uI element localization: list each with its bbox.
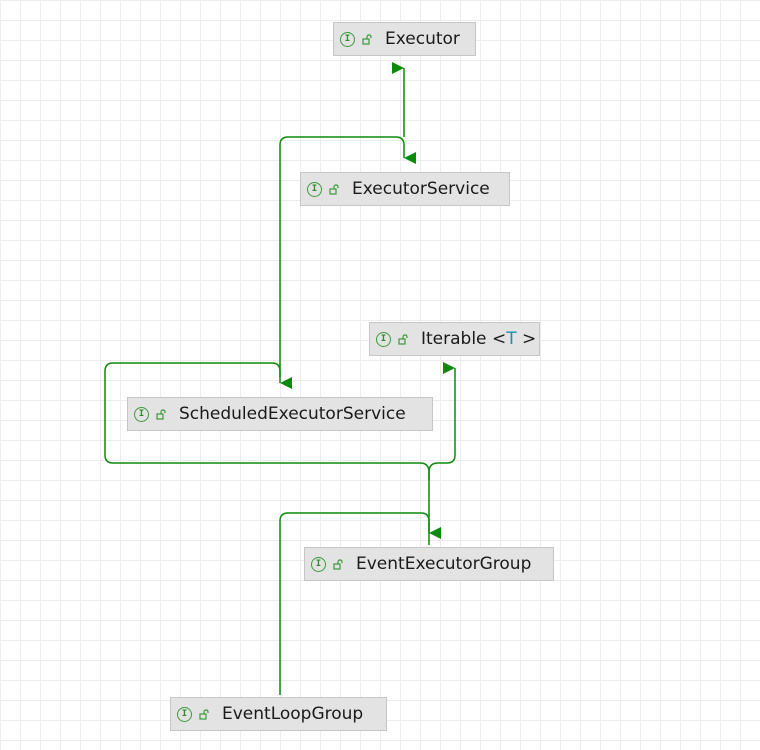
- node-label: Iterable <T >: [421, 329, 536, 349]
- interface-icon: I: [311, 556, 326, 572]
- open-lock-icon: [333, 558, 343, 570]
- node-executor[interactable]: I Executor: [333, 22, 476, 56]
- interface-icon: I: [340, 31, 355, 47]
- node-label: ScheduledExecutorService: [179, 404, 406, 424]
- type-param-open: <: [491, 329, 507, 349]
- open-lock-icon: [329, 183, 339, 195]
- node-label-name: Iterable: [421, 329, 487, 349]
- interface-icon: I: [307, 181, 322, 197]
- node-label: EventExecutorGroup: [356, 554, 532, 574]
- interface-icon: I: [134, 406, 149, 422]
- open-lock-icon: [362, 33, 372, 45]
- type-param: T: [506, 329, 517, 349]
- edge-scheduled-executor-service-to-executor-service: [279, 136, 416, 377]
- node-label: ExecutorService: [352, 179, 490, 199]
- node-event-loop-group[interactable]: I EventLoopGroup: [170, 697, 387, 731]
- interface-icon: I: [376, 331, 391, 347]
- open-lock-icon: [156, 408, 166, 420]
- type-param-close: >: [521, 329, 537, 349]
- node-iterable[interactable]: I Iterable <T >: [369, 322, 540, 356]
- node-label: Executor: [385, 29, 460, 49]
- edge-event-executor-group-to-iterable: [428, 362, 456, 480]
- node-event-executor-group[interactable]: I EventExecutorGroup: [304, 547, 554, 581]
- node-label: EventLoopGroup: [222, 704, 364, 724]
- interface-icon: I: [177, 706, 192, 722]
- edge-event-executor-group-to-scheduled-executor-service: [104, 362, 430, 545]
- open-lock-icon: [199, 708, 209, 720]
- open-lock-icon: [398, 333, 408, 345]
- node-executor-service[interactable]: I ExecutorService: [300, 172, 510, 206]
- edge-event-loop-group-to-event-executor-group: [279, 512, 441, 695]
- node-scheduled-executor-service[interactable]: I ScheduledExecutorService: [127, 397, 433, 431]
